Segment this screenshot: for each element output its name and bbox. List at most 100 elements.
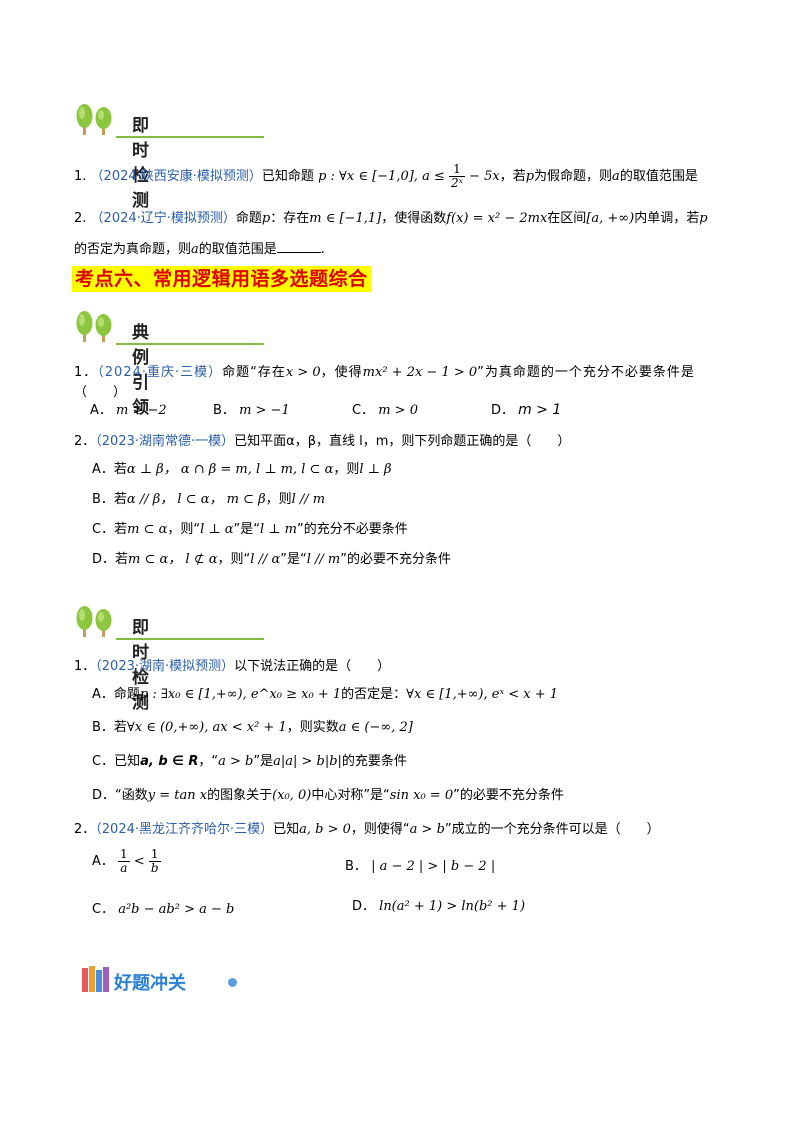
section-header-check-2: 即时检测 <box>76 605 264 713</box>
question-text: ，使得 <box>320 365 363 380</box>
question-number: 1. <box>74 169 87 184</box>
math-expression: mx² + 2x − 1 > 0 <box>362 365 478 380</box>
section-header-example: 典例引领 <box>76 310 264 418</box>
option-label: D．若 <box>92 552 129 567</box>
math-expression: m > −1 <box>239 403 290 418</box>
math-expression: l // m <box>306 552 341 567</box>
option-c: C． a²b − ab² > a − b <box>92 898 234 917</box>
option-label: B．若 <box>92 720 127 735</box>
option-label: A．若 <box>92 462 127 477</box>
math-expression: ln(a² + 1) > ln(b² + 1) <box>379 899 526 914</box>
option-c: C． m > 0 <box>352 399 418 418</box>
question-text: 在区间 <box>547 211 587 226</box>
math-expression: (x₀, 0) <box>272 788 312 803</box>
question-source: （2024·辽宁·模拟预测） <box>90 211 236 226</box>
math-expression: m > 1 <box>518 402 562 418</box>
question-1: 1. （2024·陕西安康·模拟预测）已知命题 p : ∀x ∈ [−1,0],… <box>74 163 698 190</box>
math-expression: a, b > 0 <box>299 822 351 837</box>
option-text: ”的充分不必要条件 <box>297 522 408 537</box>
denominator: a <box>120 861 128 875</box>
option-text: ”的必要不充分条件 <box>340 552 451 567</box>
math-expression: a > b <box>218 754 254 769</box>
math-expression: α ⊥ β， α ∩ β = m, l ⊥ m, l ⊂ α <box>126 462 334 477</box>
option-b: B．若∀x ∈ (0,+∞), ax < x² + 1，则实数a ∈ (−∞, … <box>92 716 413 735</box>
math-expression: | a − 2 | > | b − 2 | <box>371 859 496 874</box>
option-b: B． m > −1 <box>213 399 290 418</box>
denominator: 2ˣ <box>451 176 463 190</box>
question-1: 1．（2023·湖南·模拟预测）以下说法正确的是（ ） <box>74 655 390 674</box>
option-text: ”是“ <box>280 552 307 567</box>
option-label: B． <box>345 859 367 874</box>
option-label: D． <box>352 899 376 914</box>
question-number: 2. <box>74 211 87 226</box>
math-var: a <box>191 242 199 257</box>
option-d: D． m > 1 <box>491 399 561 418</box>
numerator: 1 <box>148 848 161 862</box>
question-text: 的取值范围是 <box>198 242 277 257</box>
option-label: C．若 <box>92 522 128 537</box>
dot-icon <box>228 978 237 987</box>
option-d: D． ln(a² + 1) > ln(b² + 1) <box>352 895 525 914</box>
question-text: 已知命题 <box>261 169 314 184</box>
math-expression: l ⊥ β <box>359 462 392 477</box>
option-label: A． <box>90 403 112 418</box>
question-source: （2023·湖南常德·一模） <box>95 434 235 449</box>
option-a: A．若α ⊥ β， α ∩ β = m, l ⊥ m, l ⊂ α，则l ⊥ β <box>92 458 392 477</box>
question-text: ，若 <box>499 169 526 184</box>
option-text: ，则 <box>333 462 360 477</box>
question-text: 已知 <box>273 822 300 837</box>
math-expression: sin x₀ = 0 <box>389 788 454 803</box>
books-icon <box>82 966 109 992</box>
math-expression: m > 0 <box>378 403 418 418</box>
question-text: 已知平面 <box>234 434 287 449</box>
question-number: 2． <box>74 434 96 449</box>
option-b: B．若α // β， l ⊂ α， m ⊂ β，则l // m <box>92 488 325 507</box>
math-expression: − 5x <box>469 169 500 184</box>
option-label: B．若 <box>92 492 127 507</box>
answer-blank <box>276 240 321 253</box>
option-label: C．已知 <box>92 754 141 769</box>
trees-icon <box>76 606 112 637</box>
option-text: ，则“ <box>217 552 251 567</box>
math-expression: a|a| > b|b| <box>273 754 342 769</box>
question-source: （2024·重庆·三模） <box>97 365 223 380</box>
option-label: D． <box>491 403 515 418</box>
option-text: ”是 <box>253 754 274 769</box>
option-label: C． <box>92 902 115 917</box>
question-text: 内单调，若 <box>634 211 700 226</box>
option-d: D．若m ⊂ α， l ⊄ α，则“l // α”是“l // m”的必要不充分… <box>92 548 451 567</box>
option-text: ，则实数 <box>286 720 339 735</box>
question-text: ，则使得“ <box>350 822 410 837</box>
math-expression: m ∈ [−1,1] <box>309 211 382 226</box>
question-text: 命题 <box>235 211 262 226</box>
math-expression: m ⊂ α， l ⊄ α <box>128 552 218 567</box>
question-source: （2023·湖南·模拟预测） <box>95 659 235 674</box>
option-text: 中心对称”是“ <box>311 788 390 803</box>
option-text: ，则 <box>265 492 292 507</box>
option-b: B． | a − 2 | > | b − 2 | <box>345 855 495 874</box>
section-underline <box>116 343 264 345</box>
question-text: 命题“存在 <box>222 365 286 380</box>
math-expression: l // m <box>291 492 326 507</box>
math-expression: m ⊂ α <box>127 522 168 537</box>
question-text: ”为真命题的一个充分不必要条件是 <box>477 365 695 380</box>
option-label: C． <box>352 403 375 418</box>
question-paren: （ ） <box>74 385 127 400</box>
math-expression: x > 0 <box>285 365 321 380</box>
math-expression: y = tan x <box>147 788 208 803</box>
question-text: ：存在 <box>270 211 310 226</box>
denominator: b <box>150 861 159 875</box>
option-a: A．命题p : ∃x₀ ∈ [1,+∞), e^x₀ ≥ x₀ + 1的否定是：… <box>92 683 558 702</box>
option-a: A． m > −2 <box>90 399 167 418</box>
math-expression: f(x) = x² − 2mx <box>446 211 548 226</box>
trees-icon <box>76 311 112 342</box>
option-text: ，“ <box>198 754 219 769</box>
question-text: ，使得函数 <box>381 211 447 226</box>
option-label: B． <box>213 403 235 418</box>
option-text: 的图象关于 <box>207 788 273 803</box>
question-text: . <box>320 242 325 257</box>
section-header-check-1: 即时检测 <box>76 103 264 211</box>
